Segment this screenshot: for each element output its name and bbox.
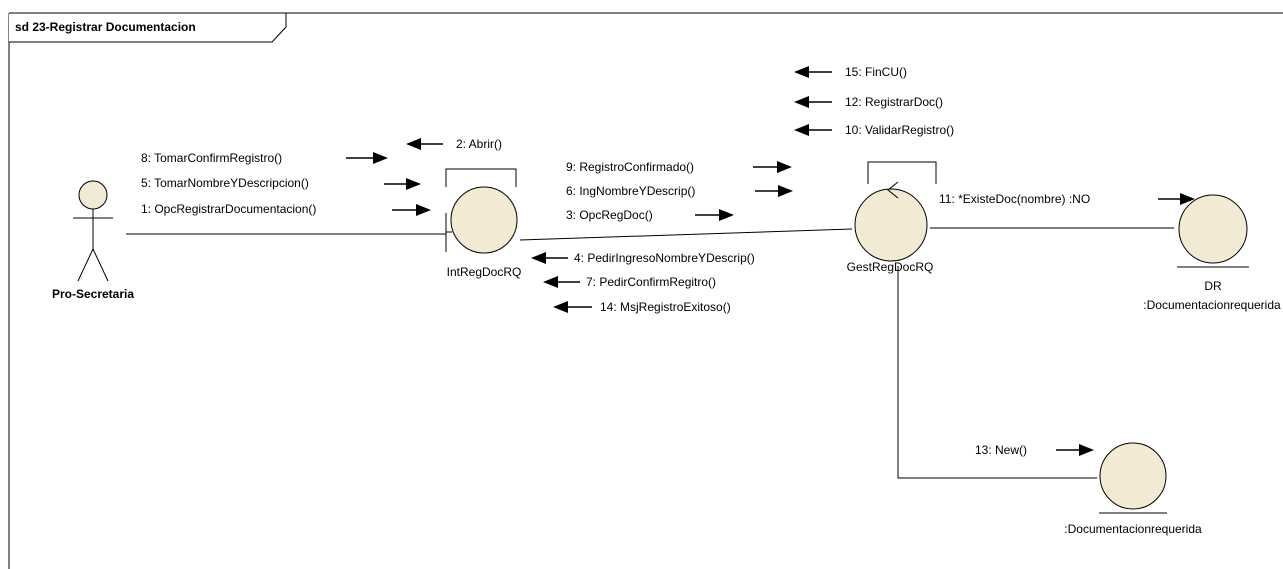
actor-head xyxy=(78,180,108,210)
message-label: 7: PedirConfirmRegitro() xyxy=(586,275,716,289)
arrow-left-icon xyxy=(794,66,809,78)
message-15: 15: FinCU() xyxy=(794,65,907,79)
message-2: 2: Abrir() xyxy=(406,137,502,151)
arrow-right-icon xyxy=(1079,444,1094,456)
message-label: 15: FinCU() xyxy=(845,65,907,79)
message-label: 13: New() xyxy=(975,443,1027,457)
message-label: 2: Abrir() xyxy=(456,137,502,151)
message-3: 3: OpcRegDoc() xyxy=(566,208,734,222)
message-label: 8: TomarConfirmRegistro() xyxy=(141,151,282,165)
message-label: 3: OpcRegDoc() xyxy=(566,208,653,222)
object-gestregdocrq: GestRegDocRQ xyxy=(847,181,934,274)
arrow-right-icon xyxy=(719,209,734,221)
message-label: 12: RegistrarDoc() xyxy=(845,95,943,109)
arrow-right-icon xyxy=(373,152,388,164)
arrow-left-icon xyxy=(531,252,546,264)
object-documentacionrequerida: :Documentacionrequerida xyxy=(1064,442,1202,536)
message-label: 9: RegistroConfirmado() xyxy=(566,160,694,174)
arrow-left-icon xyxy=(543,276,558,288)
arrow-right-icon xyxy=(406,178,421,190)
message-4: 4: PedirIngresoNombreYDescrip() xyxy=(531,251,755,265)
link-int-gest xyxy=(519,228,853,241)
object-intregdocrq: IntRegDocRQ xyxy=(445,186,522,279)
arrow-left-icon xyxy=(553,301,568,313)
message-label: 4: PedirIngresoNombreYDescrip() xyxy=(574,251,755,265)
frame-title: sd 23-Registrar Documentacion xyxy=(15,20,196,34)
entity-circle xyxy=(1099,442,1167,510)
message-label: 6: IngNombreYDescrip() xyxy=(566,184,695,198)
entity-circle xyxy=(1178,194,1248,264)
message-label: 1: OpcRegistrarDocumentacion() xyxy=(141,202,316,216)
message-14: 14: MsjRegistroExitoso() xyxy=(553,300,731,314)
message-10: 10: ValidarRegistro() xyxy=(794,123,954,137)
message-label: 11: *ExisteDoc(nombre) :NO xyxy=(939,192,1090,206)
message-11: 11: *ExisteDoc(nombre) :NO xyxy=(939,192,1195,206)
object-dr-class: :Documentacionrequerida xyxy=(1143,298,1281,312)
diagram-frame: sd 23-Registrar Documentacion xyxy=(8,12,1283,569)
message-label: 14: MsjRegistroExitoso() xyxy=(600,300,731,314)
message-6: 6: IngNombreYDescrip() xyxy=(566,184,793,198)
actor-name: Pro-Secretaria xyxy=(52,287,134,301)
arrow-right-icon xyxy=(416,204,431,216)
arrow-right-icon xyxy=(1180,193,1195,205)
object-dr-name: DR xyxy=(1204,279,1222,293)
arrow-left-icon xyxy=(794,124,809,136)
object-name: :Documentacionrequerida xyxy=(1064,522,1202,536)
arrow-right-icon xyxy=(777,161,792,173)
object-dr: DR :Documentacionrequerida xyxy=(1143,194,1281,312)
link-gest-doc xyxy=(897,266,1097,479)
arrow-left-icon xyxy=(794,96,809,108)
arrow-right-icon xyxy=(778,185,793,197)
message-5: 5: TomarNombreYDescripcion() xyxy=(141,176,421,190)
self-loop-int xyxy=(445,168,517,187)
object-name: IntRegDocRQ xyxy=(447,265,522,279)
message-9: 9: RegistroConfirmado() xyxy=(566,160,792,174)
links xyxy=(126,227,1174,479)
arrow-left-icon xyxy=(406,138,421,150)
message-12: 12: RegistrarDoc() xyxy=(794,95,943,109)
message-8: 8: TomarConfirmRegistro() xyxy=(141,151,388,165)
message-7: 7: PedirConfirmRegitro() xyxy=(543,275,716,289)
message-1: 1: OpcRegistrarDocumentacion() xyxy=(141,202,431,216)
message-label: 10: ValidarRegistro() xyxy=(845,123,954,137)
control-circle xyxy=(854,188,928,262)
message-label: 5: TomarNombreYDescripcion() xyxy=(141,176,309,190)
message-13: 13: New() xyxy=(975,443,1094,457)
object-name: GestRegDocRQ xyxy=(847,260,934,274)
actor-pro-secretaria: Pro-Secretaria xyxy=(52,180,134,301)
self-loop-gest xyxy=(867,161,937,184)
boundary-circle xyxy=(450,186,518,254)
